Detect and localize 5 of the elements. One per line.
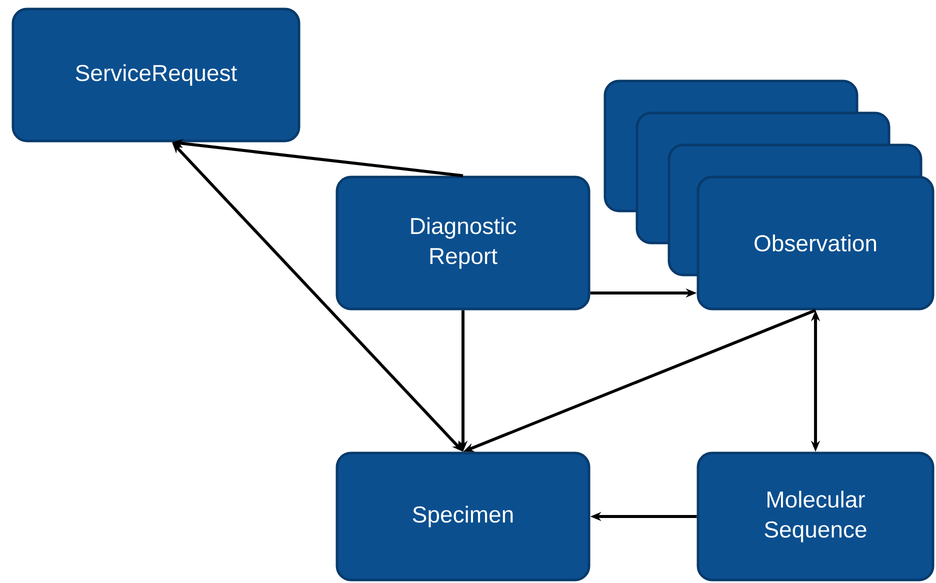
process-box: Molecular Sequence bbox=[696, 452, 934, 582]
process-box: Specimen bbox=[336, 452, 590, 582]
process-box: Diagnostic Report bbox=[336, 176, 590, 310]
process-box: ServiceRequest bbox=[12, 8, 300, 142]
process-box: Observation bbox=[696, 176, 934, 310]
